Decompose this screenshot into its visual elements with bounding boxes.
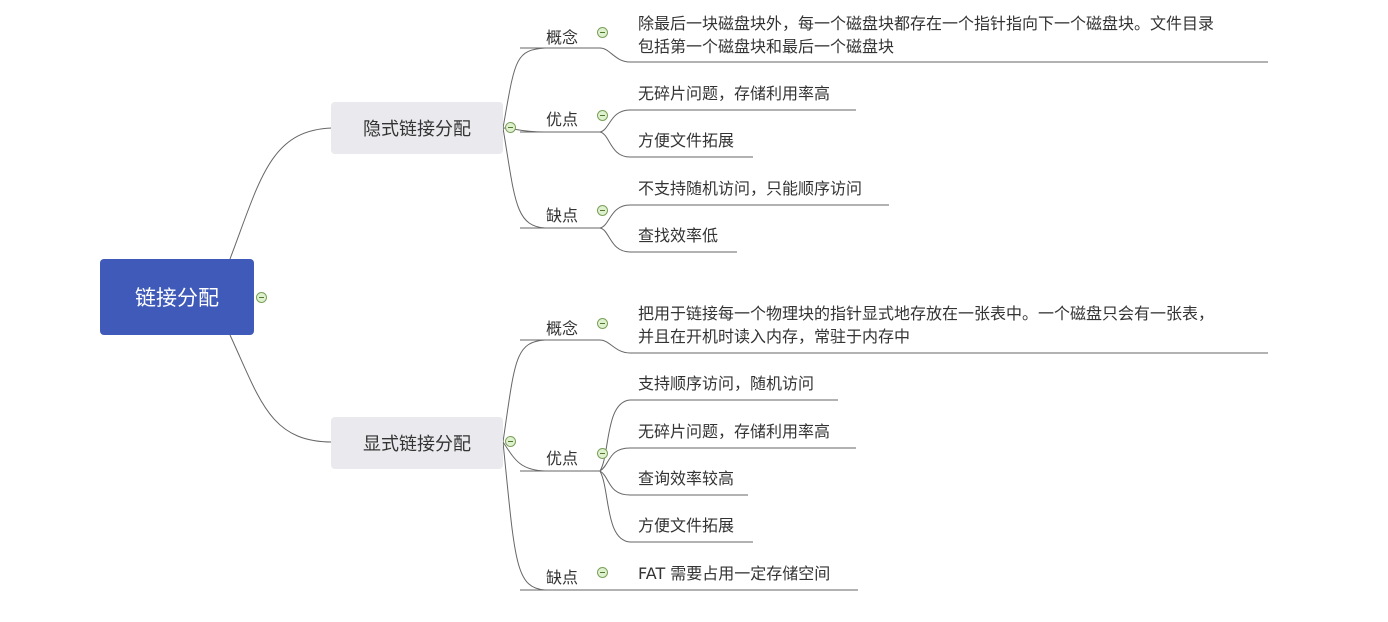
leaf-concept-line2: 并且在开机时读入内存，常驻于内存中	[638, 327, 911, 346]
collapse-icon[interactable]	[597, 318, 608, 329]
collapse-icon[interactable]	[597, 567, 608, 578]
leaf-concept-text[interactable]: 把用于链接每一个物理块的指针显式地存放在一张表中。一个磁盘只会有一张表， 并且在…	[638, 302, 1214, 348]
subtopic-concept[interactable]: 概念	[546, 319, 579, 338]
leaf-con[interactable]: 查找效率低	[638, 226, 719, 245]
collapse-icon[interactable]	[256, 292, 267, 303]
topic-implicit-linked[interactable]: 隐式链接分配	[331, 102, 503, 154]
leaf-pro[interactable]: 无碎片问题，存储利用率高	[638, 422, 831, 441]
subtopic-cons[interactable]: 缺点	[546, 568, 579, 587]
root-topic-label: 链接分配	[135, 286, 219, 310]
leaf-con[interactable]: FAT 需要占用一定存储空间	[638, 564, 831, 583]
leaf-concept-line1: 除最后一块磁盘块外，每一个磁盘块都存在一个指针指向下一个磁盘块。文件目录	[638, 14, 1215, 33]
collapse-icon[interactable]	[505, 122, 516, 133]
subtopic-pros[interactable]: 优点	[546, 449, 579, 468]
collapse-icon[interactable]	[597, 448, 608, 459]
leaf-con[interactable]: 不支持随机访问，只能顺序访问	[638, 179, 863, 198]
root-topic[interactable]: 链接分配	[100, 259, 254, 335]
leaf-pro[interactable]: 查询效率较高	[638, 469, 735, 488]
topic-label: 显式链接分配	[363, 434, 471, 455]
topic-label: 隐式链接分配	[363, 119, 471, 140]
collapse-icon[interactable]	[505, 436, 516, 447]
collapse-icon[interactable]	[597, 110, 608, 121]
collapse-icon[interactable]	[597, 27, 608, 38]
subtopic-cons[interactable]: 缺点	[546, 206, 579, 225]
leaf-pro[interactable]: 方便文件拓展	[638, 131, 735, 150]
leaf-pro[interactable]: 方便文件拓展	[638, 516, 735, 535]
leaf-pro[interactable]: 支持顺序访问，随机访问	[638, 374, 815, 393]
topic-explicit-linked[interactable]: 显式链接分配	[331, 417, 503, 469]
leaf-concept-line2: 包括第一个磁盘块和最后一个磁盘块	[638, 37, 895, 56]
subtopic-pros[interactable]: 优点	[546, 110, 579, 129]
collapse-icon[interactable]	[597, 205, 608, 216]
leaf-pro[interactable]: 无碎片问题，存储利用率高	[638, 84, 831, 103]
leaf-concept-text[interactable]: 除最后一块磁盘块外，每一个磁盘块都存在一个指针指向下一个磁盘块。文件目录 包括第…	[638, 12, 1214, 58]
leaf-concept-line1: 把用于链接每一个物理块的指针显式地存放在一张表中。一个磁盘只会有一张表，	[638, 304, 1215, 323]
subtopic-concept[interactable]: 概念	[546, 28, 579, 47]
